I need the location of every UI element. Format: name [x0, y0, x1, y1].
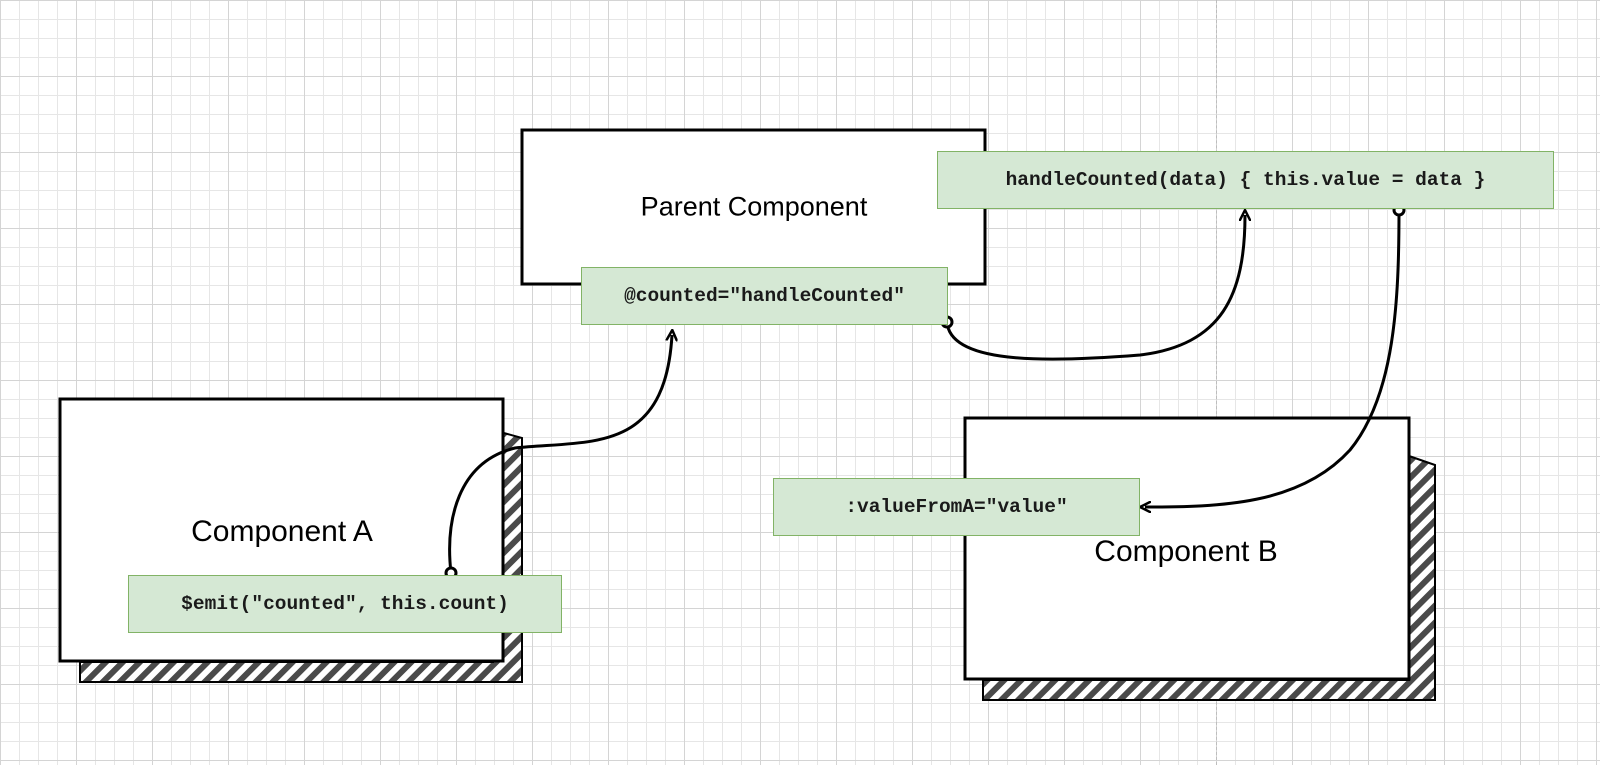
prop-code-box[interactable]: :valueFromA="value"	[773, 478, 1140, 536]
page-break-line	[1216, 0, 1217, 765]
parent-component-label: Parent Component	[640, 191, 868, 222]
listener-code-text: @counted="handleCounted"	[624, 285, 905, 307]
component-b-box[interactable]	[963, 416, 1411, 681]
prop-code-text: :valueFromA="value"	[845, 496, 1068, 518]
handler-to-prop-arrow[interactable]	[1145, 209, 1401, 507]
emit-to-listener-arrow[interactable]	[448, 335, 672, 574]
emit-code-box[interactable]: $emit("counted", this.count)	[128, 575, 562, 633]
handler-code-text: handleCounted(data) { this.value = data …	[1005, 169, 1486, 191]
parent-component-box[interactable]	[520, 128, 987, 286]
handler-code-box[interactable]: handleCounted(data) { this.value = data …	[937, 151, 1554, 209]
listener-code-box[interactable]: @counted="handleCounted"	[581, 267, 948, 325]
emit-code-text: $emit("counted", this.count)	[181, 593, 509, 615]
component-a-label: Component A	[191, 515, 373, 548]
listener-to-handler-arrow[interactable]	[945, 215, 1245, 361]
component-b-label: Component B	[1094, 535, 1278, 568]
